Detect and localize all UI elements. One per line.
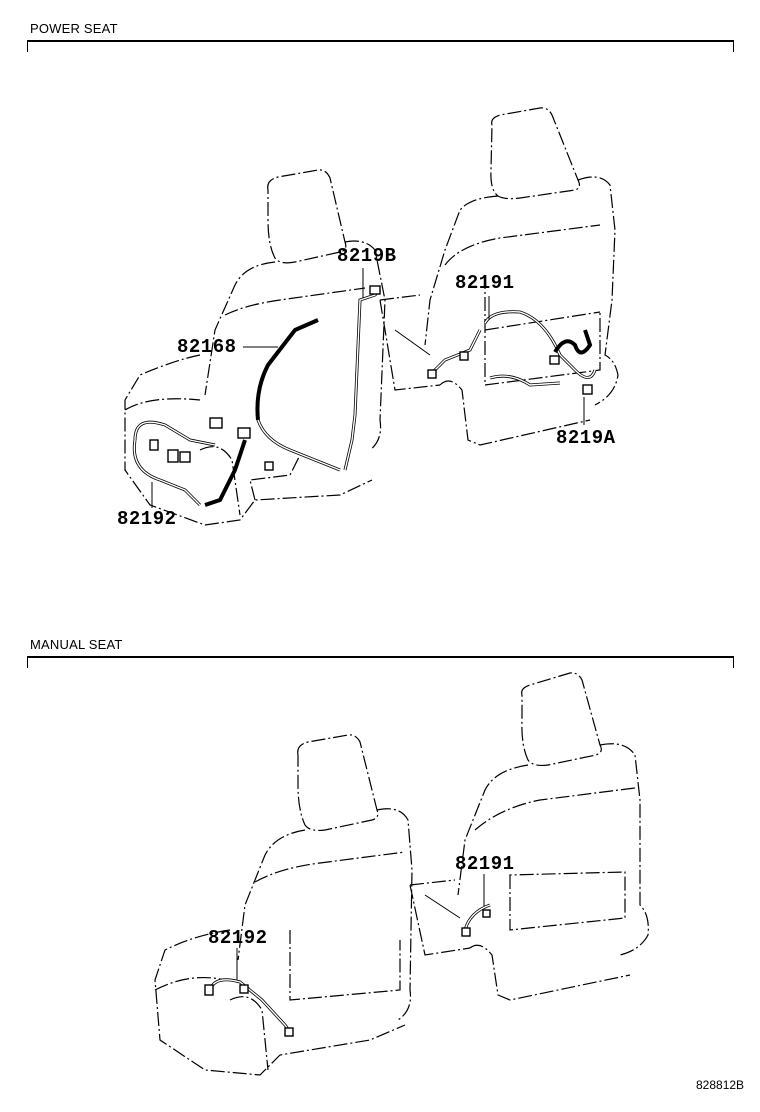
section-bracket-power-seat <box>27 40 734 52</box>
part-label-8219B[interactable]: 8219B <box>337 245 397 267</box>
section-bracket-manual-seat <box>27 656 734 668</box>
figure-code: 828812B <box>696 1078 745 1092</box>
power-seat-right-drawing <box>379 107 619 446</box>
section-title-power-seat: POWER SEAT <box>30 21 118 36</box>
manual-seat-right-drawing <box>409 672 649 1001</box>
part-label-8219A[interactable]: 8219A <box>556 427 616 449</box>
part-label-82191-manual[interactable]: 82191 <box>455 853 515 875</box>
power-seat-left-drawing <box>124 169 386 526</box>
part-label-82168[interactable]: 82168 <box>177 336 237 358</box>
part-label-82191-power[interactable]: 82191 <box>455 272 515 294</box>
section-title-manual-seat: MANUAL SEAT <box>30 637 123 652</box>
manual-seat-left-drawing <box>154 734 413 1076</box>
part-label-82192-power[interactable]: 82192 <box>117 508 177 530</box>
part-label-82192-manual[interactable]: 82192 <box>208 927 268 949</box>
